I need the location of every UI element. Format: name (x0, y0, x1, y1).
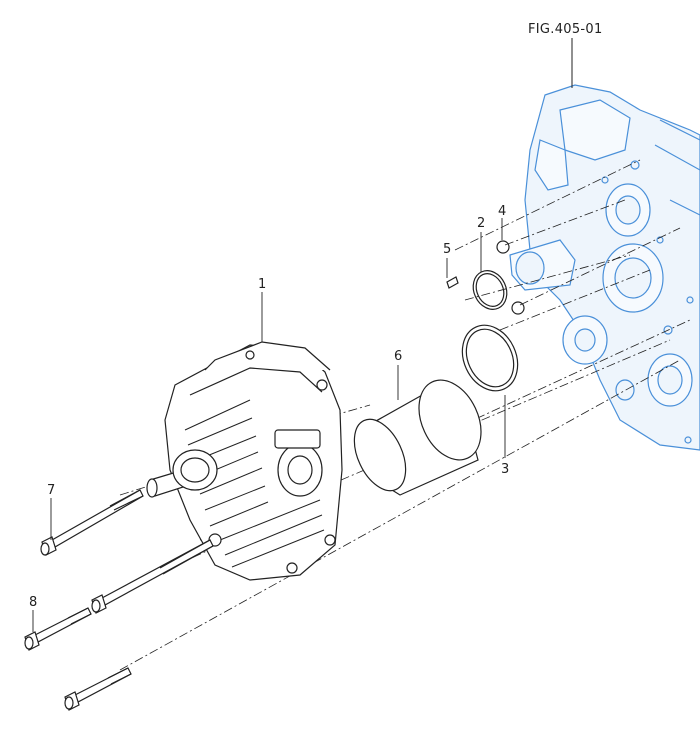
transmission-housing-reference (509, 84, 700, 451)
figure-reference-label: FIG.405-01 (528, 22, 603, 37)
callout-4: 4 (498, 204, 507, 219)
o-ring-part-2 (472, 270, 508, 310)
bolt-part-8-lower (24, 607, 92, 651)
bolt-part-8-upper (91, 539, 214, 614)
bolt-lower (64, 667, 132, 711)
callout-2: 2 (477, 216, 486, 231)
callout-3: 3 (501, 462, 510, 477)
center-case-part-1 (146, 341, 343, 581)
callout-5: 5 (443, 242, 452, 257)
callout-8: 8 (29, 595, 38, 610)
small-o-ring-part-4 (496, 240, 525, 315)
filter-part-6 (353, 379, 482, 496)
o-ring-part-3 (461, 324, 519, 392)
bolt-part-7 (40, 489, 144, 556)
callout-7: 7 (47, 483, 56, 498)
dowel-pin-part-5 (446, 276, 459, 289)
callout-1: 1 (258, 277, 267, 292)
callout-leaders (32, 218, 506, 632)
callout-6: 6 (394, 349, 403, 364)
